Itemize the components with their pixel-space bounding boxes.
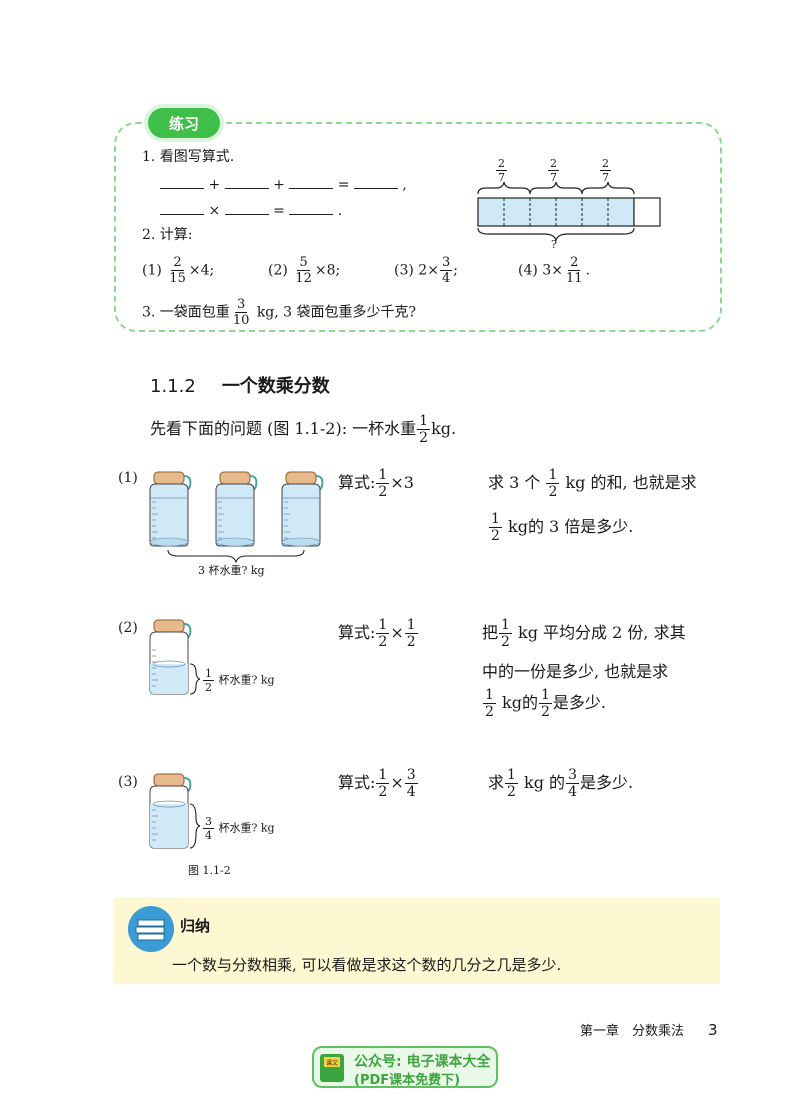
blank[interactable] — [224, 203, 269, 215]
plus-sign: + — [273, 177, 285, 193]
strip-braces — [477, 181, 635, 195]
blank[interactable] — [353, 177, 398, 189]
blank[interactable] — [160, 203, 204, 215]
problem-1-label: (1) — [118, 470, 138, 486]
plus-sign: + — [208, 177, 221, 193]
three-bottles-illustration — [149, 471, 324, 564]
svg-text:课文: 课文 — [326, 1059, 338, 1067]
period: . — [337, 203, 343, 219]
figure-caption: 图 1.1-2 — [188, 864, 231, 877]
watermark-badge: 课文 公众号: 电子课本大全 (PDF课本免费下) — [312, 1046, 498, 1088]
half-bottle-illustration — [149, 619, 201, 695]
chapter-title: 第一章 分数乘法 — [580, 1024, 685, 1039]
problem-2-desc-line2: 中的一份是多少, 也就是求 — [482, 662, 669, 681]
diagram-question: ? — [551, 238, 557, 251]
equals-sign: = — [337, 177, 350, 193]
problem-2-label: (2) — [118, 620, 138, 636]
comma: , — [402, 177, 407, 193]
page-number: 3 — [708, 1021, 718, 1039]
q1-line1: + + = , — [160, 176, 407, 196]
section-number: 1.1.2 — [150, 376, 196, 397]
q1-title: 1. 看图写算式. — [142, 149, 235, 165]
watermark-line2: (PDF课本免费下) — [354, 1073, 461, 1088]
strip-filled — [477, 197, 635, 227]
page-footer: 第一章 分数乘法 3 — [580, 1020, 718, 1039]
q2-title: 2. 计算: — [142, 227, 193, 243]
practice-tag: 练习 — [148, 108, 220, 138]
strip-empty — [633, 197, 661, 227]
watermark-line1: 公众号: 电子课本大全 — [354, 1054, 491, 1070]
summary-box — [114, 898, 720, 984]
problem-3-label: (3) — [118, 774, 138, 790]
strip-bottom-brace — [477, 227, 635, 242]
blank[interactable] — [160, 177, 204, 189]
q1-line2: × = . — [160, 202, 342, 222]
three-quarter-bottle-illustration — [149, 773, 201, 849]
practice-box — [114, 122, 722, 332]
textbook-icon: 课文 — [320, 1054, 344, 1082]
section-title: 一个数乘分数 — [221, 376, 330, 397]
book-stack-icon — [128, 906, 174, 952]
summary-text: 一个数与分数相乘, 可以看做是求这个数的几分之几是多少. — [172, 956, 562, 974]
blank[interactable] — [289, 203, 334, 215]
fraction-strip-diagram — [477, 181, 661, 242]
equals-sign: = — [273, 203, 285, 219]
problem-1-caption: 3 杯水重? kg — [198, 564, 265, 577]
times-sign: × — [208, 203, 221, 219]
blank[interactable] — [224, 177, 269, 189]
summary-title: 归纳 — [180, 917, 211, 935]
blank[interactable] — [289, 177, 334, 189]
section-heading: 1.1.2 一个数乘分数 — [150, 372, 330, 398]
